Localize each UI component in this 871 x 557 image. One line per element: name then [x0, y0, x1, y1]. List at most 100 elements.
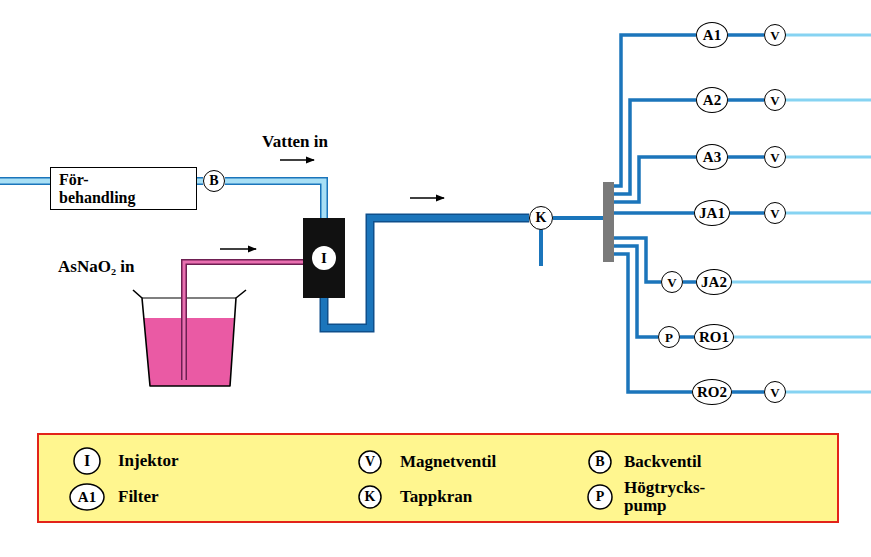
pipe-wall — [553, 157, 696, 218]
feed-tube — [184, 262, 304, 380]
pipe-connector — [225, 181, 324, 218]
solenoid-valve: V — [764, 24, 786, 46]
legend-symbols — [70, 448, 612, 510]
filter-circle: JA1 — [694, 200, 730, 226]
filter-circle: A3 — [696, 144, 728, 170]
legend-item: Högtrycks- pump — [624, 479, 705, 516]
legend-item: Filter — [118, 488, 159, 506]
legend-text: Backventil — [624, 453, 701, 471]
pipe-wall — [730, 211, 764, 215]
pump-circle: P — [658, 326, 680, 348]
pipe-core — [225, 181, 324, 218]
pipe-wall — [553, 218, 661, 282]
pipe-wall — [732, 390, 764, 394]
legend-item: Injektor — [118, 452, 178, 470]
filter-circle: RO1 — [694, 324, 734, 350]
legend-circle — [588, 485, 612, 509]
inlet-pipe-core — [0, 179, 52, 184]
solenoid-valve: V — [661, 271, 683, 293]
node-text: V — [770, 386, 779, 399]
beaker — [133, 290, 246, 386]
legend-text: Högtrycks- pump — [624, 479, 705, 516]
check-valve: B — [203, 170, 225, 192]
node-text: JA1 — [699, 206, 725, 221]
pipe-connector — [728, 35, 764, 36]
pipe-wall — [728, 33, 764, 37]
legend-circle — [70, 484, 104, 510]
outlet-line — [775, 99, 871, 102]
pipe-connector — [680, 337, 694, 338]
pipe-connector — [732, 392, 764, 393]
pipe-connector — [553, 157, 696, 218]
node-text: A1 — [703, 28, 721, 43]
legend-circle — [359, 486, 381, 508]
legend-symbol: P — [596, 489, 605, 504]
node-text: A3 — [703, 150, 721, 165]
pipe-connector — [553, 218, 658, 337]
inlet-label: AsNaO₂ in — [58, 258, 134, 277]
injector: I — [303, 218, 345, 298]
outlet-line — [712, 281, 871, 284]
node-text: V — [770, 29, 779, 42]
feed-tube-core — [184, 262, 304, 380]
pipe-wall — [225, 181, 324, 218]
flow-arrow — [410, 197, 444, 198]
solenoid-valve: V — [764, 146, 786, 168]
legend-symbol: B — [595, 454, 604, 469]
outlet-line — [775, 391, 871, 394]
legend-item: Magnetventil — [400, 453, 496, 471]
beaker-liquid — [144, 318, 234, 386]
legend-text: Tappkran — [400, 488, 472, 506]
filter-circle: RO2 — [692, 379, 732, 405]
legend-symbol: V — [365, 454, 375, 469]
legend-symbol: A1 — [78, 489, 96, 506]
pipe-connector — [553, 218, 692, 392]
flow-label: Vatten in — [262, 133, 328, 152]
legend-panel — [38, 434, 838, 522]
node-text: V — [770, 207, 779, 220]
solenoid-valve: V — [764, 202, 786, 224]
tap-valve: K — [529, 206, 553, 230]
pipe-wall — [553, 213, 694, 218]
pipe-wall — [553, 218, 692, 392]
node-text: K — [536, 211, 547, 225]
outlet-line — [775, 156, 871, 159]
node-text: A2 — [703, 93, 721, 108]
manifold — [603, 182, 614, 262]
pretreatment-box: För- behandling — [50, 167, 197, 210]
node-text: B — [209, 174, 218, 188]
outlet-line — [712, 336, 871, 339]
node-text: RO1 — [699, 330, 729, 345]
pipe-connector — [553, 100, 696, 218]
pipe-connector — [683, 282, 696, 283]
node-text: I — [312, 246, 336, 270]
filter-circle: A2 — [696, 87, 728, 113]
pipe-connector — [324, 218, 529, 328]
pipe-connector — [728, 157, 764, 158]
pipe-wall — [553, 35, 696, 218]
pipe-connector — [553, 218, 661, 282]
pipe-wall — [680, 335, 694, 339]
flow-arrow — [220, 248, 256, 249]
outlet-line — [775, 212, 871, 215]
pipe-wall — [728, 98, 764, 102]
pipe-connector — [553, 35, 696, 218]
node-text: P — [665, 331, 673, 344]
pipe-connector — [728, 100, 764, 101]
outlet-lines — [712, 35, 871, 392]
pipe-wall — [683, 280, 696, 284]
legend-circle — [74, 448, 100, 474]
tap-stem — [539, 226, 543, 266]
pipe-wall — [553, 100, 696, 218]
legend-symbol: K — [365, 489, 376, 504]
node-text: V — [770, 94, 779, 107]
node-text: JA2 — [701, 275, 727, 290]
filter-circle: A1 — [696, 22, 728, 48]
legend-symbol: I — [84, 452, 90, 470]
pipe-connector — [730, 213, 764, 214]
node-text: För- behandling — [59, 171, 135, 206]
solenoid-valve: V — [764, 381, 786, 403]
